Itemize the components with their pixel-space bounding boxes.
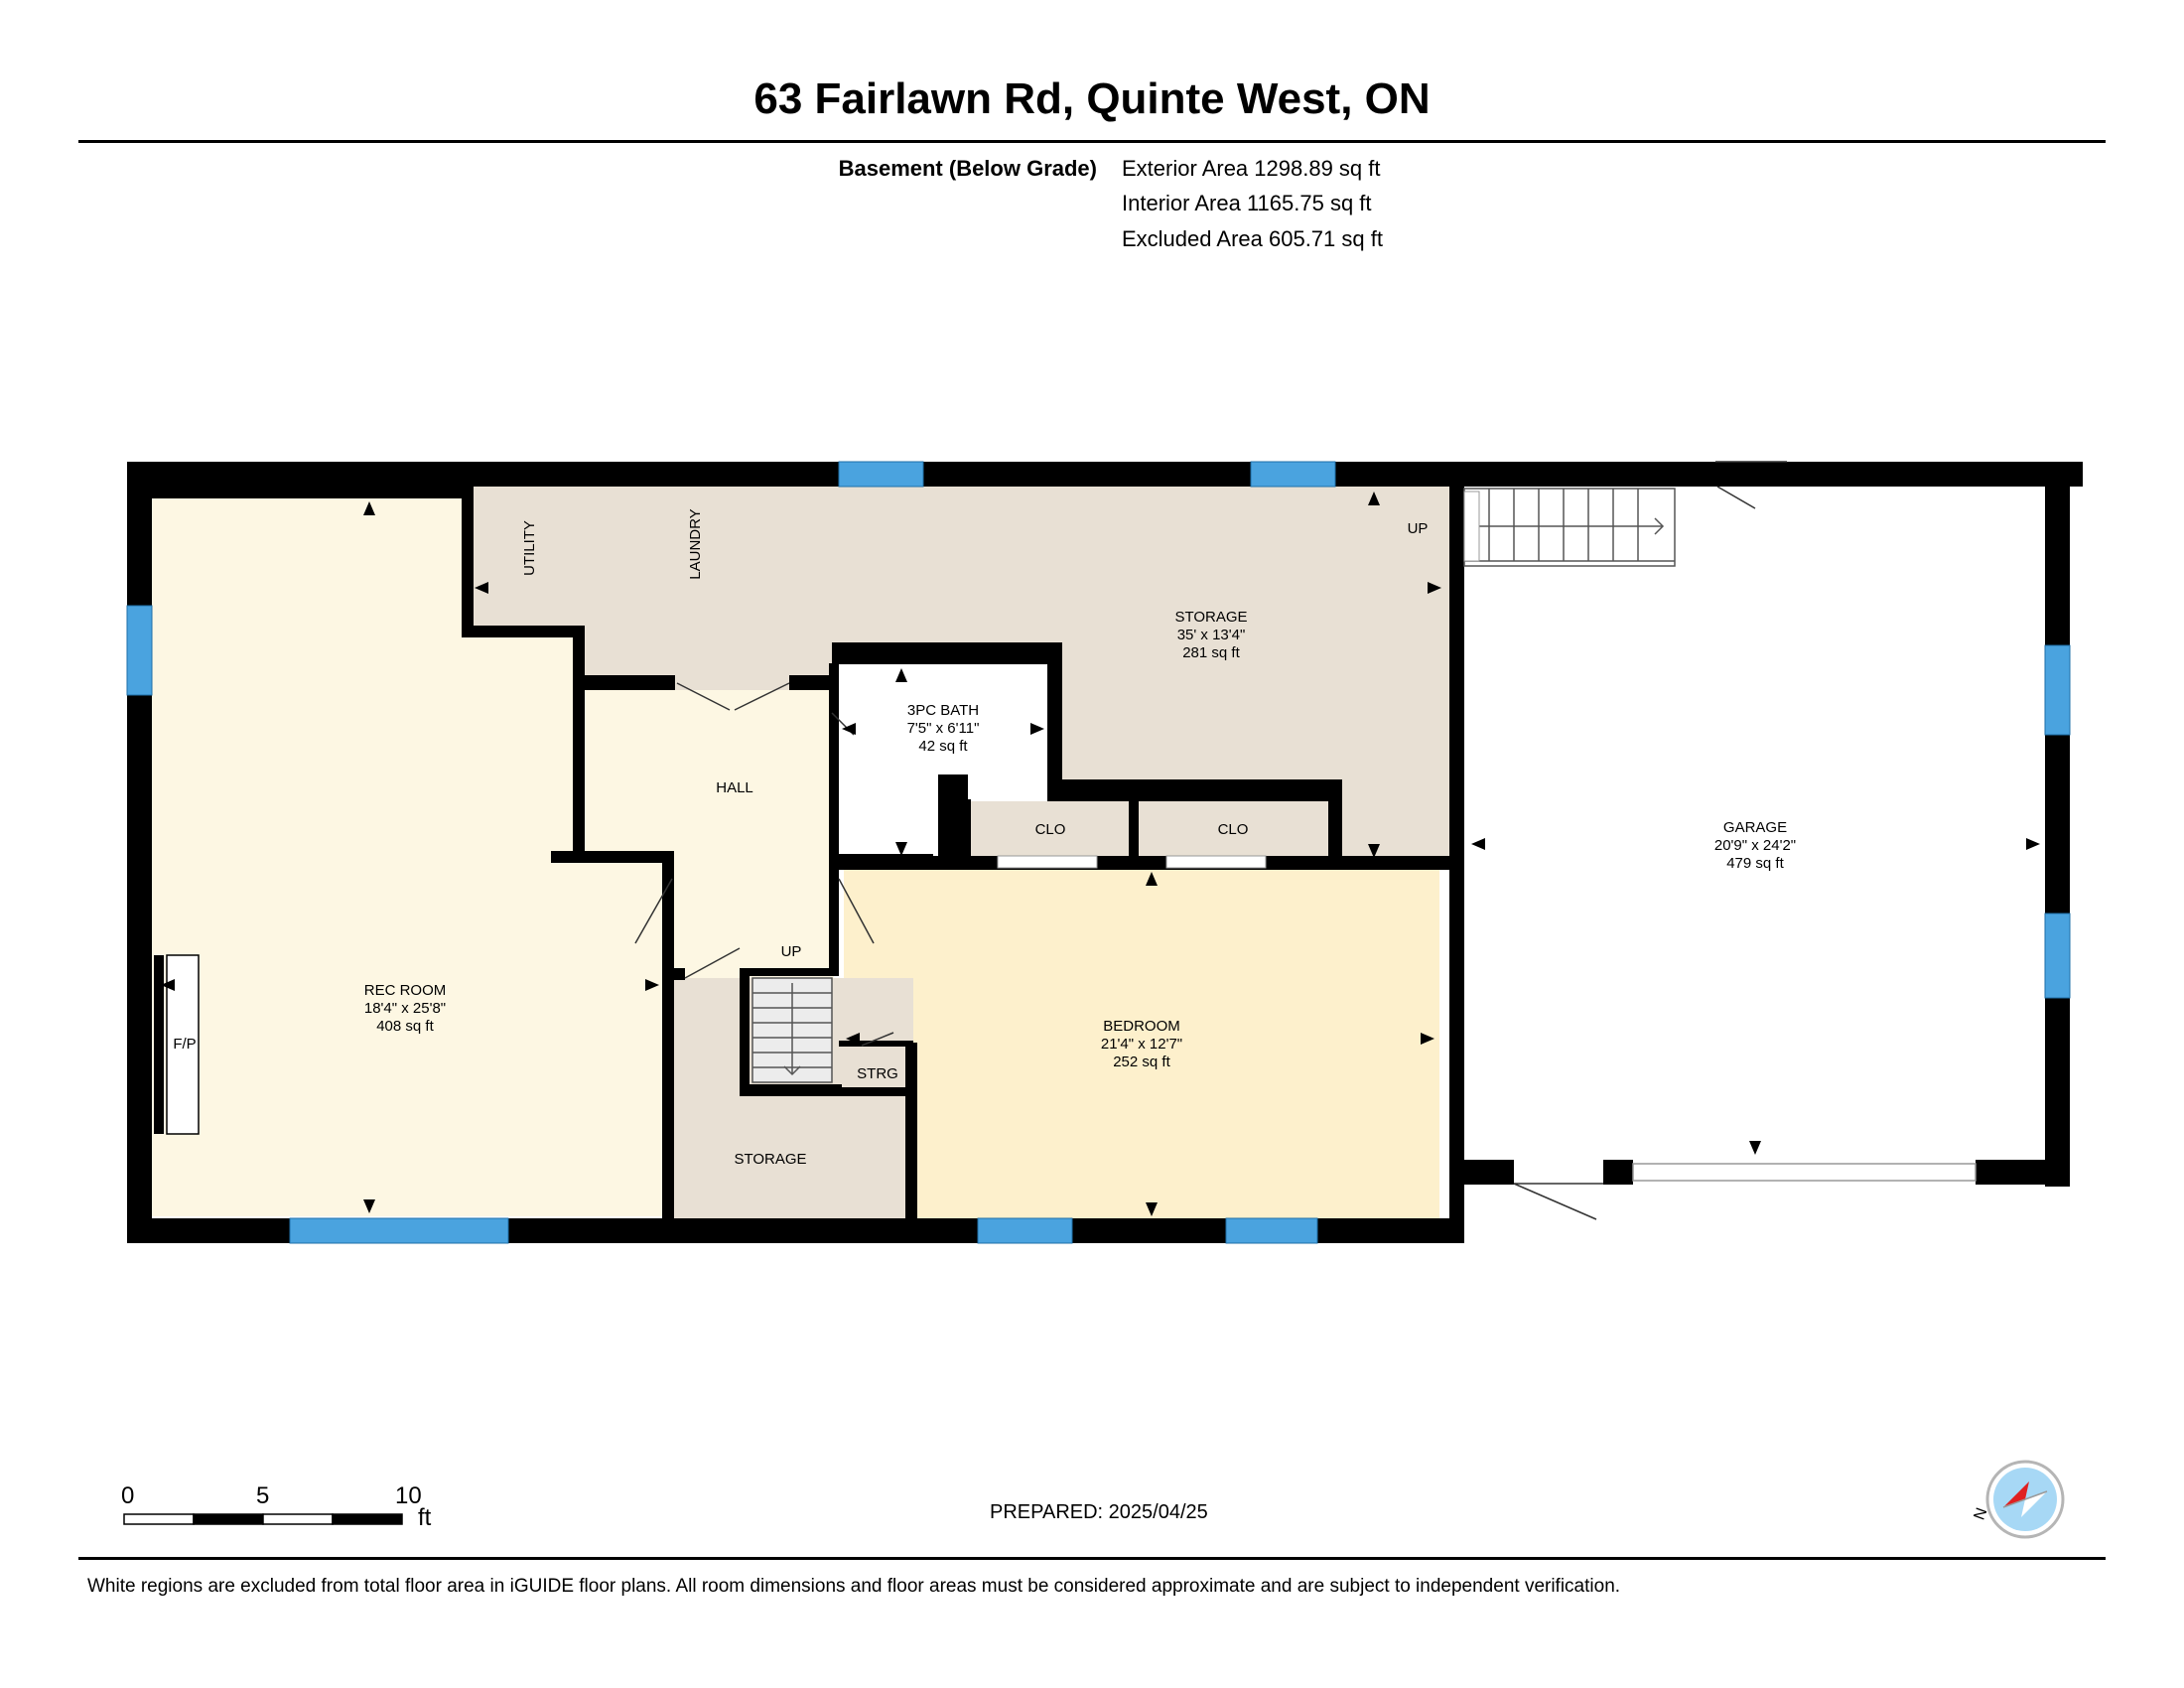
prepared-date: PREPARED: 2025/04/25 <box>990 1501 1208 1523</box>
bath-dims: 7'5" x 6'11" <box>907 720 980 737</box>
closet-1-floor <box>971 801 1129 856</box>
wall-clo-top <box>1047 779 1335 801</box>
rec-room-name: REC ROOM <box>364 982 447 999</box>
garage-dims: 20'9" x 24'2" <box>1714 837 1796 854</box>
wall-outer-right <box>2045 462 2070 1187</box>
wall-garage-bottom-left <box>1459 1160 1514 1185</box>
room-labels: REC ROOM 18'4" x 25'8" 408 sq ft STORAGE… <box>173 508 1796 1168</box>
closet-2-name: CLO <box>1218 821 1249 838</box>
closet-2-door <box>1165 855 1267 869</box>
utility-label: UTILITY <box>521 520 538 576</box>
compass-north-label: N <box>1971 1505 1990 1522</box>
storage-main-name: STORAGE <box>1174 609 1247 626</box>
wall-rec-step-h <box>462 626 581 637</box>
stairs-up-label-1: UP <box>781 943 802 960</box>
scale-bar <box>123 1513 403 1525</box>
window-rec-bottom <box>289 1217 509 1244</box>
closet-1-name: CLO <box>1035 821 1066 838</box>
scale-label-5: 5 <box>256 1482 270 1509</box>
window-garage-right-1 <box>2044 644 2071 736</box>
bath-name: 3PC BATH <box>907 702 979 719</box>
wall-bedroom-top <box>839 856 1449 870</box>
wall-rec-top <box>152 487 465 498</box>
garage-entry-door <box>1463 491 1480 562</box>
wall-clo-mid <box>1129 799 1139 864</box>
wall-storage-right <box>905 1043 917 1221</box>
garage-floor <box>1464 487 2040 1162</box>
wall-outer-left <box>127 462 152 1243</box>
garage-stairs <box>1463 488 1676 567</box>
wall-bath-right <box>1047 642 1062 781</box>
door-swings <box>634 461 1787 1220</box>
window-left <box>126 605 153 696</box>
laundry-label: LAUNDRY <box>687 508 704 579</box>
wall-bath-top <box>832 642 1062 664</box>
exterior-area: Exterior Area 1298.89 sq ft <box>1122 156 1381 181</box>
wall-rec-step-v2 <box>573 626 585 854</box>
rec-room-area: 408 sq ft <box>376 1018 434 1035</box>
wall-stair-top <box>740 968 839 976</box>
rec-room-dims: 18'4" x 25'8" <box>364 1000 446 1017</box>
wall-strg-top <box>839 1041 913 1047</box>
scale-label-10: 10 <box>395 1482 422 1509</box>
bottom-rule <box>78 1557 2106 1560</box>
wall-rec-hall-h <box>551 851 672 863</box>
wall-bath-left <box>829 663 839 862</box>
wall-garage-bottom-mid <box>1603 1160 1633 1185</box>
wall-outer-top-left <box>127 462 2083 487</box>
bath-area: 42 sq ft <box>918 738 968 755</box>
wall-hall-right <box>829 862 839 971</box>
wall-hall-left-bottom <box>665 968 685 980</box>
garage-area: 479 sq ft <box>1726 855 1784 872</box>
window-bed-bottom-1 <box>977 1217 1073 1244</box>
wall-clo-right <box>1328 779 1342 864</box>
window-top-1 <box>838 461 924 488</box>
north-compass-icon: N <box>1971 1460 2065 1539</box>
disclaimer: White regions are excluded from total fl… <box>87 1576 1621 1597</box>
garage-overhead-door <box>1632 1163 1977 1182</box>
wall-garage-divider <box>1449 487 1464 1243</box>
rec-room-floor <box>149 496 667 1216</box>
garage-name: GARAGE <box>1723 819 1787 836</box>
wall-stair-left <box>740 968 750 1092</box>
bedroom-name: BEDROOM <box>1103 1018 1180 1035</box>
scale-label-0: 0 <box>121 1482 135 1509</box>
level-name: Basement (Below Grade) <box>838 156 1097 181</box>
wall-hall-top-l <box>581 675 675 690</box>
closet-2-floor <box>1139 801 1328 856</box>
storage-main-dims: 35' x 13'4" <box>1177 627 1246 643</box>
storage-main-area: 281 sq ft <box>1182 644 1240 661</box>
stairs-up-label-2: UP <box>1408 520 1429 537</box>
hall-stairs <box>751 977 833 1083</box>
hall-floor <box>581 690 834 978</box>
fireplace-hearth <box>154 955 164 1134</box>
window-bed-bottom-2 <box>1225 1217 1318 1244</box>
window-top-2 <box>1250 461 1336 488</box>
interior-area: Interior Area 1165.75 sq ft <box>1122 191 1372 215</box>
wall-rec-right <box>662 851 674 1218</box>
fireplace-label: F/P <box>173 1036 196 1053</box>
wall-garage-bottom-right <box>1976 1160 2070 1185</box>
wall-clo-left <box>963 799 971 864</box>
excluded-area: Excluded Area 605.71 sq ft <box>1122 226 1383 251</box>
hall-name: HALL <box>716 779 753 796</box>
plan-title: 63 Fairlawn Rd, Quinte West, ON <box>753 74 1431 123</box>
wall-hall-top-r <box>789 675 834 690</box>
strg-floor <box>842 1048 905 1087</box>
closet-1-door <box>997 855 1098 869</box>
storage-small-name: STORAGE <box>734 1151 806 1168</box>
window-garage-right-2 <box>2044 913 2071 999</box>
wall-rec-step-v <box>462 487 474 635</box>
bedroom-dims: 21'4" x 12'7" <box>1101 1036 1182 1053</box>
dimension-arrows <box>161 492 2040 1216</box>
bedroom-floor <box>844 869 1439 1221</box>
windows <box>126 461 2071 1244</box>
scale-unit: ft <box>418 1504 432 1531</box>
strg-name: STRG <box>857 1065 898 1082</box>
top-rule <box>78 140 2106 143</box>
bedroom-area: 252 sq ft <box>1113 1054 1170 1070</box>
